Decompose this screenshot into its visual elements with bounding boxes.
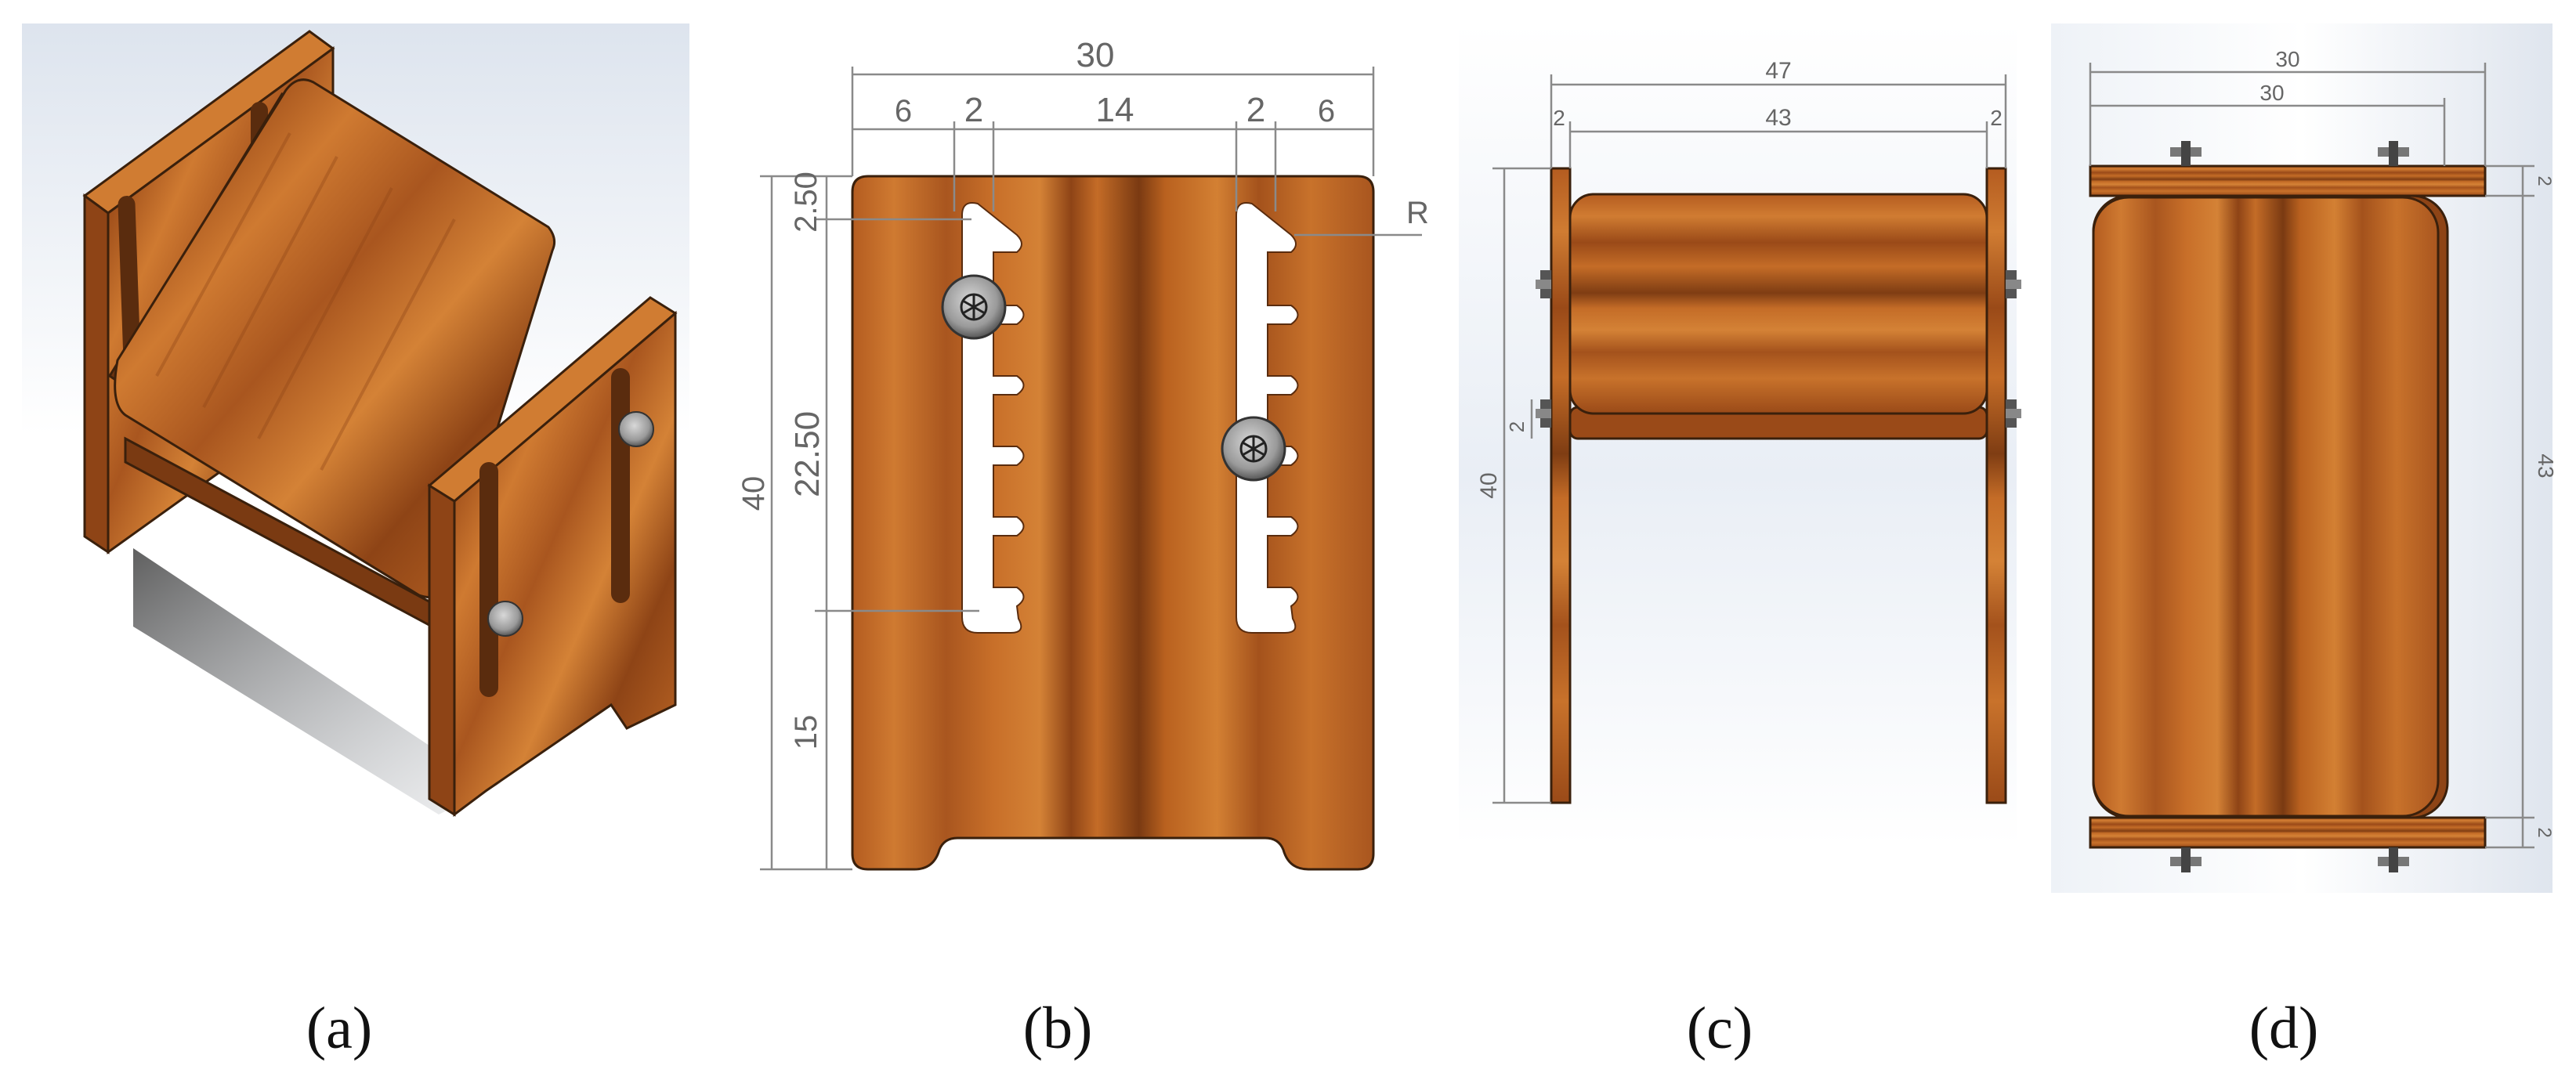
dim-inner-width: 43 bbox=[1765, 105, 1791, 131]
dim-top-thickness: 2 bbox=[2534, 175, 2555, 186]
panel-b: 30 6 2 14 2 6 R 2.50 22.50 15 40 (b) bbox=[725, 23, 1429, 1061]
dim-slot-length: 22.50 bbox=[788, 411, 827, 497]
dim-bottom-thickness: 2 bbox=[2534, 827, 2555, 837]
dim-inner-width: 30 bbox=[2259, 81, 2284, 105]
dim-length: 43 bbox=[2534, 453, 2558, 478]
dimension-lines-d bbox=[2089, 63, 2534, 849]
dim-bottom-offset: 15 bbox=[789, 715, 823, 750]
dim-center-gap: 14 bbox=[1096, 91, 1134, 129]
caption-a: (a) bbox=[306, 995, 372, 1061]
top-side-panel bbox=[2089, 164, 2487, 197]
dim-slot-width-left: 2 bbox=[964, 91, 983, 129]
dim-radius: R bbox=[1406, 196, 1429, 230]
panel-c: 47 43 2 2 40 2 (c) bbox=[1459, 23, 2021, 1061]
seat-board bbox=[107, 78, 556, 598]
dimension-lines-c bbox=[1492, 74, 2007, 804]
bolt-icon bbox=[941, 274, 1007, 340]
caption-b: (b) bbox=[1023, 995, 1093, 1061]
caption-c: (c) bbox=[1687, 995, 1753, 1061]
dim-height: 40 bbox=[1476, 472, 1502, 498]
dim-right-thickness: 2 bbox=[1990, 106, 2003, 130]
left-side-panel bbox=[1550, 167, 1572, 804]
dim-slot-width-right: 2 bbox=[1246, 91, 1265, 129]
seat-board-top bbox=[2092, 196, 2440, 818]
dimension-lines-b bbox=[760, 67, 1422, 871]
right-slot bbox=[1236, 202, 1299, 634]
dim-bolt-spacing: 2 bbox=[1505, 421, 1529, 432]
bolt-icon bbox=[1536, 270, 2021, 428]
bottom-side-panel bbox=[2089, 816, 2487, 849]
caption-d: (d) bbox=[2249, 995, 2319, 1061]
seat-board-front bbox=[1568, 193, 1988, 415]
right-side-panel bbox=[1985, 167, 2007, 804]
dim-outer-width: 30 bbox=[2275, 47, 2299, 71]
dim-total-height: 40 bbox=[736, 476, 771, 511]
bolt-icon bbox=[487, 601, 523, 637]
dim-left-margin: 6 bbox=[895, 94, 912, 128]
dim-overall-width: 47 bbox=[1765, 58, 1791, 84]
dim-top-width: 30 bbox=[1076, 36, 1115, 74]
panel-a: (a) bbox=[22, 23, 689, 1061]
ground-shadow bbox=[133, 548, 501, 815]
bolt-icon bbox=[2170, 141, 2409, 872]
panel-d: 30 30 43 2 2 (d) bbox=[2051, 23, 2558, 1061]
dim-top-offset: 2.50 bbox=[789, 172, 823, 233]
dim-left-thickness: 2 bbox=[1553, 106, 1565, 130]
bolt-icon bbox=[618, 411, 654, 447]
front-side-panel bbox=[427, 296, 678, 817]
bolt-icon bbox=[1221, 416, 1286, 482]
dim-right-margin: 6 bbox=[1318, 94, 1335, 128]
